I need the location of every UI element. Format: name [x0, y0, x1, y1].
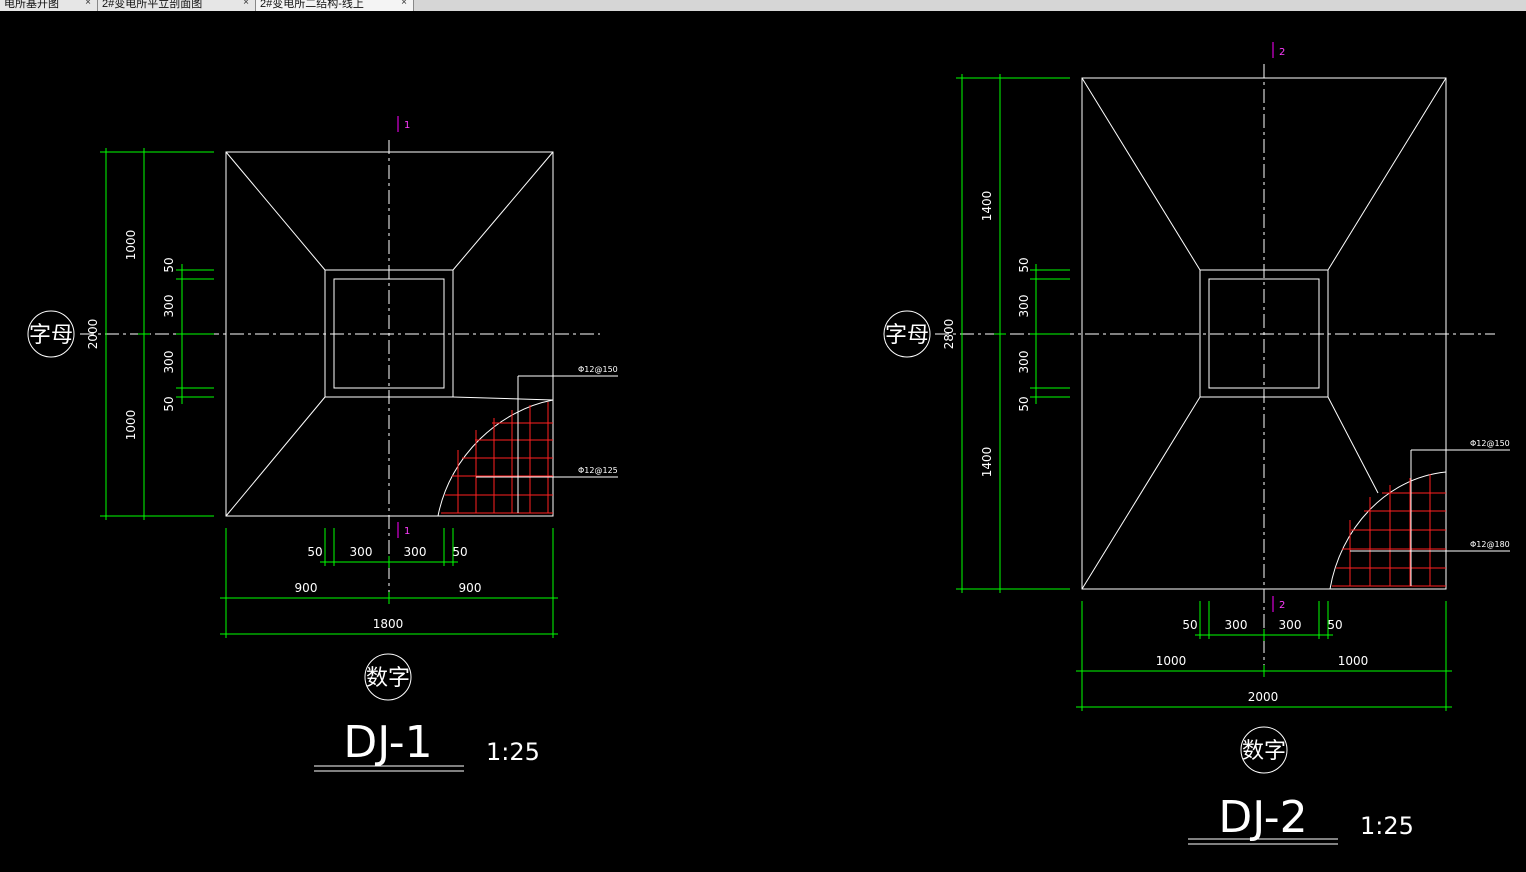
dj2-horizontal-dims	[1076, 601, 1452, 711]
dj2-axis-number-bubble	[1240, 726, 1288, 774]
dj1-axis-number-bubble	[364, 653, 412, 701]
dj1-rebar-bottom-label: Φ12@125	[578, 466, 618, 475]
dj2-axis-letter: 字母	[885, 323, 929, 348]
dj2-dim-b300b: 300	[1279, 618, 1302, 632]
dj2-dim-c300a: 300	[1017, 295, 1031, 318]
dj2-dim-upper: 1400	[980, 191, 994, 222]
dj1-dim-c50b: 50	[162, 396, 176, 411]
dj1-dim-total-w: 1800	[373, 617, 404, 631]
dj1-section-mark-bottom: 1	[404, 526, 410, 537]
dj1-title: DJ-1	[343, 717, 432, 768]
dj1-axis-letter: 字母	[29, 323, 73, 348]
dj2-section-mark-top: 2	[1279, 47, 1285, 58]
dj1-axis-letter-bubble	[27, 310, 75, 358]
dj2-dim-half-r: 1000	[1338, 654, 1369, 668]
dj2-section-mark-bottom: 2	[1279, 600, 1285, 611]
dj2-dim-half-l: 1000	[1156, 654, 1187, 668]
document-tab-bar: 电所基开图 × 2#变电所平立剖面图 × 2#变电所二结构-线上 ×	[0, 0, 1526, 11]
dj1-scale: 1:25	[486, 738, 540, 766]
dj2-axis-number: 数字	[1242, 739, 1286, 764]
dj2-dim-total-w: 2000	[1248, 690, 1279, 704]
dj1-dim-c50a: 50	[162, 257, 176, 272]
dj1-rebar-detail: Φ12@150 Φ12@125	[437, 365, 618, 517]
dj2-dim-total-h: 2800	[942, 319, 956, 350]
dj2-rebar-top-label: Φ12@150	[1470, 439, 1510, 448]
tab-substation-sections[interactable]: 2#变电所平立剖面图 ×	[98, 0, 256, 11]
dj1-horizontal-dims	[220, 528, 558, 638]
dj2-title: DJ-2	[1218, 792, 1307, 843]
dj2-dim-lower: 1400	[980, 447, 994, 478]
dj2-centerlines	[935, 64, 1495, 676]
dj2-dim-c50a: 50	[1017, 257, 1031, 272]
dj2-vertical-dims	[956, 74, 1070, 593]
dj2-dim-b300a: 300	[1225, 618, 1248, 632]
dj1-dim-b300b: 300	[404, 545, 427, 559]
dj1-dim-lower: 1000	[124, 410, 138, 441]
dj1-dim-half-r: 900	[459, 581, 482, 595]
cad-drawing-canvas[interactable]: Φ12@150 Φ12@125 1 1 1000 1000 2000 50 3	[0, 11, 1526, 872]
tab-substation-structure[interactable]: 2#变电所二结构-线上 ×	[256, 0, 414, 11]
dj1-dim-half-l: 900	[295, 581, 318, 595]
dj2-axis-letter-bubble	[883, 310, 931, 358]
dj1-centerlines	[80, 140, 600, 600]
dj1-dim-b50a: 50	[307, 545, 322, 559]
tab-label: 2#变电所二结构-线上	[260, 0, 364, 10]
footing-dj1: Φ12@150 Φ12@125 1 1 1000 1000 2000 50 3	[27, 116, 618, 772]
dj1-dim-c300b: 300	[162, 351, 176, 374]
dj2-dim-c50b: 50	[1017, 396, 1031, 411]
dj2-dim-b50b: 50	[1327, 618, 1342, 632]
dj2-scale: 1:25	[1360, 812, 1414, 840]
tab-foundation-plan[interactable]: 电所基开图 ×	[0, 0, 98, 11]
dj2-rebar-bottom-label: Φ12@180	[1470, 540, 1510, 549]
tab-label: 2#变电所平立剖面图	[102, 0, 203, 10]
dj1-vertical-dims	[100, 148, 214, 520]
dj2-rebar-detail: Φ12@150 Φ12@180	[1329, 439, 1510, 590]
dj1-rebar-top-label: Φ12@150	[578, 365, 618, 374]
tab-label: 电所基开图	[4, 0, 59, 10]
close-icon[interactable]: ×	[401, 0, 407, 8]
dj1-dim-b300a: 300	[350, 545, 373, 559]
close-icon[interactable]: ×	[85, 0, 91, 8]
dj2-dim-c300b: 300	[1017, 351, 1031, 374]
dj1-dim-upper: 1000	[124, 230, 138, 261]
dj1-axis-number: 数字	[366, 666, 410, 691]
dj1-section-mark-top: 1	[404, 120, 410, 131]
dj1-dim-total-h: 2000	[86, 319, 100, 350]
footing-dj2: Φ12@150 Φ12@180 2 2 1400 1400 2800 50 30…	[883, 42, 1510, 845]
dj1-dim-b50b: 50	[452, 545, 467, 559]
close-icon[interactable]: ×	[243, 0, 249, 8]
dj2-dim-b50a: 50	[1182, 618, 1197, 632]
dj1-dim-c300a: 300	[162, 295, 176, 318]
